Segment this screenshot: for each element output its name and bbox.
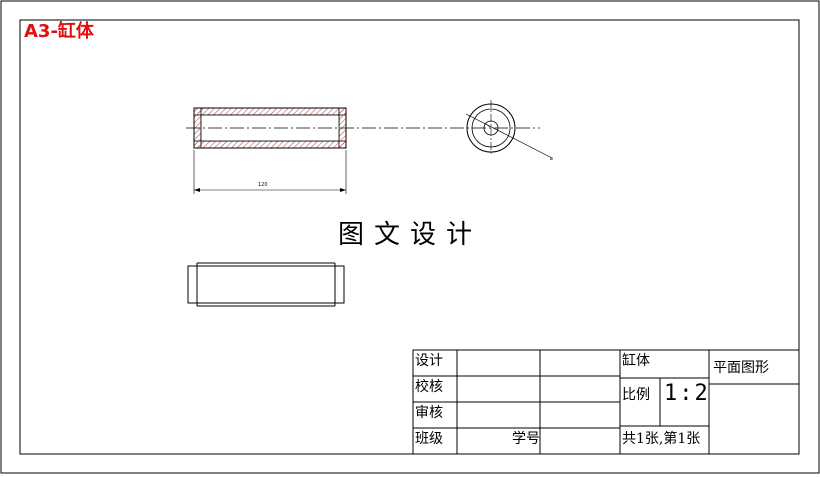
front-view xyxy=(187,262,345,307)
end-view: ⌀ xyxy=(465,100,553,162)
center-title: 图文设计 xyxy=(337,220,482,250)
corner-title: A3-缸体 xyxy=(24,21,94,42)
scale-value: 1:2 xyxy=(664,381,710,406)
review-label: 审核 xyxy=(415,405,443,421)
inner-border xyxy=(19,19,800,455)
dimension-label: 120 xyxy=(258,182,268,188)
svg-text:⌀: ⌀ xyxy=(550,156,553,162)
sheet-count: 共1张,第1张 xyxy=(622,431,701,447)
student-id-label: 学号 xyxy=(512,431,540,447)
drawing-type: 平面图形 xyxy=(713,360,769,376)
part-name: 缸体 xyxy=(622,353,650,369)
scale-label: 比例 xyxy=(622,387,650,403)
dimension-120 xyxy=(193,150,347,194)
design-label: 设计 xyxy=(415,353,443,369)
title-block-grid xyxy=(412,349,800,455)
check-label: 校核 xyxy=(415,379,443,395)
class-label: 班级 xyxy=(415,431,443,447)
